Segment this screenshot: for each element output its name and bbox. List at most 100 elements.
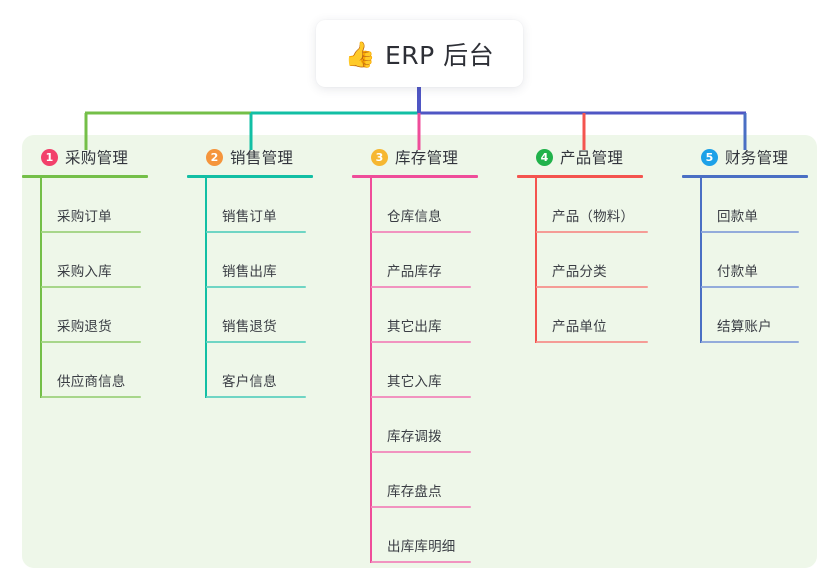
- branch-title: 产品管理: [560, 149, 624, 167]
- leaf-item[interactable]: 其它出库: [371, 288, 504, 343]
- leaf-label: 销售退货: [222, 319, 277, 336]
- thumbs-up-icon: 👍: [344, 40, 376, 69]
- branch-header-4[interactable]: 4 产品管理: [517, 146, 669, 168]
- branch-header-3[interactable]: 3 库存管理: [352, 146, 504, 168]
- leaf-item[interactable]: 库存调拨: [371, 398, 504, 453]
- branch-column-5: 5 财务管理回款单付款单结算账户: [682, 146, 822, 343]
- leaf-underline: [41, 341, 141, 343]
- leaf-list: 产品（物料） 产品分类产品单位: [517, 178, 669, 343]
- leaf-label: 结算账户: [717, 319, 772, 336]
- leaf-spine: [700, 178, 702, 343]
- branch-header-1[interactable]: 1 采购管理: [22, 146, 174, 168]
- leaf-item[interactable]: 回款单: [701, 178, 822, 233]
- leaf-item[interactable]: 产品（物料）: [536, 178, 669, 233]
- branch-header-2[interactable]: 2 销售管理: [187, 146, 339, 168]
- leaf-underline: [41, 286, 141, 288]
- leaf-underline: [206, 286, 306, 288]
- leaf-underline: [371, 286, 471, 288]
- leaf-item[interactable]: 采购订单: [41, 178, 174, 233]
- leaf-underline: [536, 231, 648, 233]
- leaf-label: 采购订单: [57, 209, 112, 226]
- branch-underline: [187, 175, 313, 178]
- branch-title: 财务管理: [725, 149, 789, 167]
- leaf-underline: [371, 396, 471, 398]
- branch-title: 销售管理: [230, 149, 294, 167]
- leaf-underline: [371, 451, 471, 453]
- leaf-label: 回款单: [717, 209, 759, 226]
- branch-underline: [682, 175, 808, 178]
- leaf-underline: [701, 231, 799, 233]
- leaf-label: 销售出库: [222, 264, 277, 281]
- leaf-underline: [41, 396, 141, 398]
- leaf-item[interactable]: 出库库明细: [371, 508, 504, 563]
- branch-header-5[interactable]: 5 财务管理: [682, 146, 822, 168]
- branches-panel: [22, 135, 817, 568]
- leaf-item[interactable]: 采购入库: [41, 233, 174, 288]
- leaf-underline: [41, 231, 141, 233]
- leaf-underline: [371, 506, 471, 508]
- leaf-label: 其它出库: [387, 319, 442, 336]
- leaf-underline: [371, 231, 471, 233]
- leaf-item[interactable]: 付款单: [701, 233, 822, 288]
- leaf-underline: [206, 396, 306, 398]
- leaf-label: 供应商信息: [57, 374, 126, 391]
- root-title: ERP 后台: [384, 40, 495, 70]
- leaf-spine: [205, 178, 207, 398]
- leaf-item[interactable]: 产品分类: [536, 233, 669, 288]
- leaf-label: 采购入库: [57, 264, 112, 281]
- branch-column-1: 1 采购管理采购订单采购入库采购退货供应商信息: [22, 146, 174, 398]
- branch-underline: [352, 175, 478, 178]
- branch-underline: [517, 175, 643, 178]
- leaf-label: 其它入库: [387, 374, 442, 391]
- leaf-list: 销售订单销售出库销售退货客户信息: [187, 178, 339, 398]
- leaf-underline: [701, 341, 799, 343]
- leaf-spine: [40, 178, 42, 398]
- branch-column-2: 2 销售管理销售订单销售出库销售退货客户信息: [187, 146, 339, 398]
- leaf-item[interactable]: 客户信息: [206, 343, 339, 398]
- leaf-item[interactable]: 销售订单: [206, 178, 339, 233]
- branch-underline: [22, 175, 148, 178]
- leaf-spine: [370, 178, 372, 563]
- leaf-item[interactable]: 库存盘点: [371, 453, 504, 508]
- branch-number-badge: 5: [701, 148, 718, 166]
- branch-column-3: 3 库存管理仓库信息产品库存其它出库其它入库库存调拨库存盘点出库库明细: [352, 146, 504, 563]
- leaf-list: 仓库信息产品库存其它出库其它入库库存调拨库存盘点出库库明细: [352, 178, 504, 563]
- leaf-item[interactable]: 采购退货: [41, 288, 174, 343]
- leaf-underline: [206, 341, 306, 343]
- leaf-label: 仓库信息: [387, 209, 442, 226]
- leaf-item[interactable]: 结算账户: [701, 288, 822, 343]
- branch-number-badge: 1: [41, 148, 58, 166]
- leaf-underline: [536, 341, 648, 343]
- leaf-item[interactable]: 供应商信息: [41, 343, 174, 398]
- leaf-item[interactable]: 其它入库: [371, 343, 504, 398]
- leaf-label: 出库库明细: [387, 539, 456, 556]
- leaf-label: 产品库存: [387, 264, 442, 281]
- leaf-label: 采购退货: [57, 319, 112, 336]
- leaf-underline: [536, 286, 648, 288]
- leaf-underline: [206, 231, 306, 233]
- leaf-spine: [535, 178, 537, 343]
- leaf-list: 回款单付款单结算账户: [682, 178, 822, 343]
- leaf-item[interactable]: 产品单位: [536, 288, 669, 343]
- leaf-label: 库存盘点: [387, 484, 442, 501]
- leaf-label: 销售订单: [222, 209, 277, 226]
- leaf-item[interactable]: 产品库存: [371, 233, 504, 288]
- leaf-item[interactable]: 销售退货: [206, 288, 339, 343]
- leaf-label: 付款单: [717, 264, 759, 281]
- leaf-item[interactable]: 销售出库: [206, 233, 339, 288]
- leaf-underline: [371, 561, 471, 563]
- branch-title: 采购管理: [65, 149, 129, 167]
- leaf-label: 产品（物料）: [552, 209, 635, 226]
- branch-number-badge: 3: [371, 148, 388, 166]
- branch-number-badge: 2: [206, 148, 223, 166]
- leaf-label: 客户信息: [222, 374, 277, 391]
- root-node[interactable]: 👍 ERP 后台: [316, 20, 523, 87]
- leaf-label: 库存调拨: [387, 429, 442, 446]
- branch-title: 库存管理: [395, 149, 459, 167]
- branch-number-badge: 4: [536, 148, 553, 166]
- leaf-label: 产品分类: [552, 264, 607, 281]
- leaf-item[interactable]: 仓库信息: [371, 178, 504, 233]
- leaf-label: 产品单位: [552, 319, 607, 336]
- leaf-underline: [701, 286, 799, 288]
